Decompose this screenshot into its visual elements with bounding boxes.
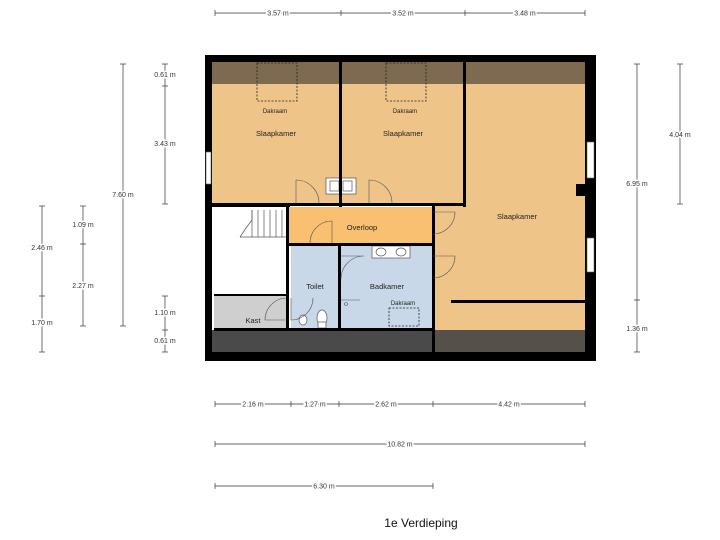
toilet-label: Toilet — [306, 282, 324, 291]
closet-label: Kast — [245, 316, 261, 325]
bedroom-3-label: Slaapkamer — [497, 212, 538, 221]
landing-floor — [289, 207, 432, 243]
bottom-dimension-lines — [214, 401, 586, 489]
dim-left-inner-1: 0.61 m — [154, 72, 176, 79]
dim-bottom-2: 1.27 m — [304, 402, 326, 409]
bathroom-floor — [341, 246, 432, 328]
stair-area — [214, 207, 288, 295]
left-middle-dimension-line — [80, 205, 86, 327]
dim-left-inner-5: 1.10 m — [154, 310, 176, 317]
dim-right-2: 6.95 m — [626, 181, 648, 188]
staircase — [239, 210, 288, 238]
dim-left-inner-3: 1.09 m — [72, 222, 94, 229]
dim-left-inner-2: 3.43 m — [154, 141, 176, 148]
dim-total-width: 10.82 m — [387, 442, 412, 449]
toilet-floor — [291, 246, 338, 328]
floor-caption: 1e Verdieping — [384, 516, 457, 530]
bedroom-3-floor-top — [465, 62, 585, 207]
roof-slope-bottom-right — [435, 330, 585, 352]
dim-right-1: 4.04 m — [669, 132, 691, 139]
windows — [205, 141, 595, 273]
closet-floor — [214, 296, 289, 328]
dim-left-total: 7.60 m — [112, 192, 134, 199]
bedroom-1-floor — [212, 62, 339, 203]
dim-left-inner-6: 0.61 m — [154, 338, 176, 345]
right-dimension-lines — [634, 63, 683, 353]
landing-label: Overloop — [347, 223, 377, 232]
skylight-3-label: Dakraam — [391, 301, 415, 307]
left-outer-dimension-line — [39, 205, 45, 353]
bathroom-label: Badkamer — [370, 282, 405, 291]
skylight-2 — [385, 62, 427, 102]
dim-top-3: 3.48 m — [514, 11, 536, 18]
dim-top-1: 3.57 m — [267, 11, 289, 18]
dim-right-3: 1.36 m — [626, 326, 648, 333]
roof-slope-top — [212, 62, 585, 84]
skylight-1 — [256, 62, 298, 102]
dim-partial-width: 6.30 m — [313, 484, 335, 491]
skylight-2-label: Dakraam — [393, 109, 417, 115]
skylight-3 — [388, 307, 420, 327]
dim-bottom-4: 4.42 m — [498, 402, 520, 409]
doors — [264, 179, 456, 321]
left-inner-dimension-line — [162, 63, 168, 353]
top-dimension-line — [214, 10, 586, 16]
bedroom-2-label: Slaapkamer — [383, 129, 424, 138]
bedroom-1-label: Slaapkamer — [256, 129, 297, 138]
dim-left-inner-4: 2.27 m — [72, 283, 94, 290]
dim-top-2: 3.52 m — [392, 11, 414, 18]
dim-left-outer-1: 2.46 m — [31, 245, 53, 252]
skylight-1-label: Dakraam — [263, 109, 287, 115]
dim-bottom-1: 2.16 m — [242, 402, 264, 409]
shower-fixture — [338, 299, 360, 306]
dim-bottom-3: 2.62 m — [375, 402, 397, 409]
left-total-dimension-line — [120, 63, 126, 327]
walls — [205, 55, 596, 361]
dim-left-outer-2: 1.70 m — [31, 320, 53, 327]
